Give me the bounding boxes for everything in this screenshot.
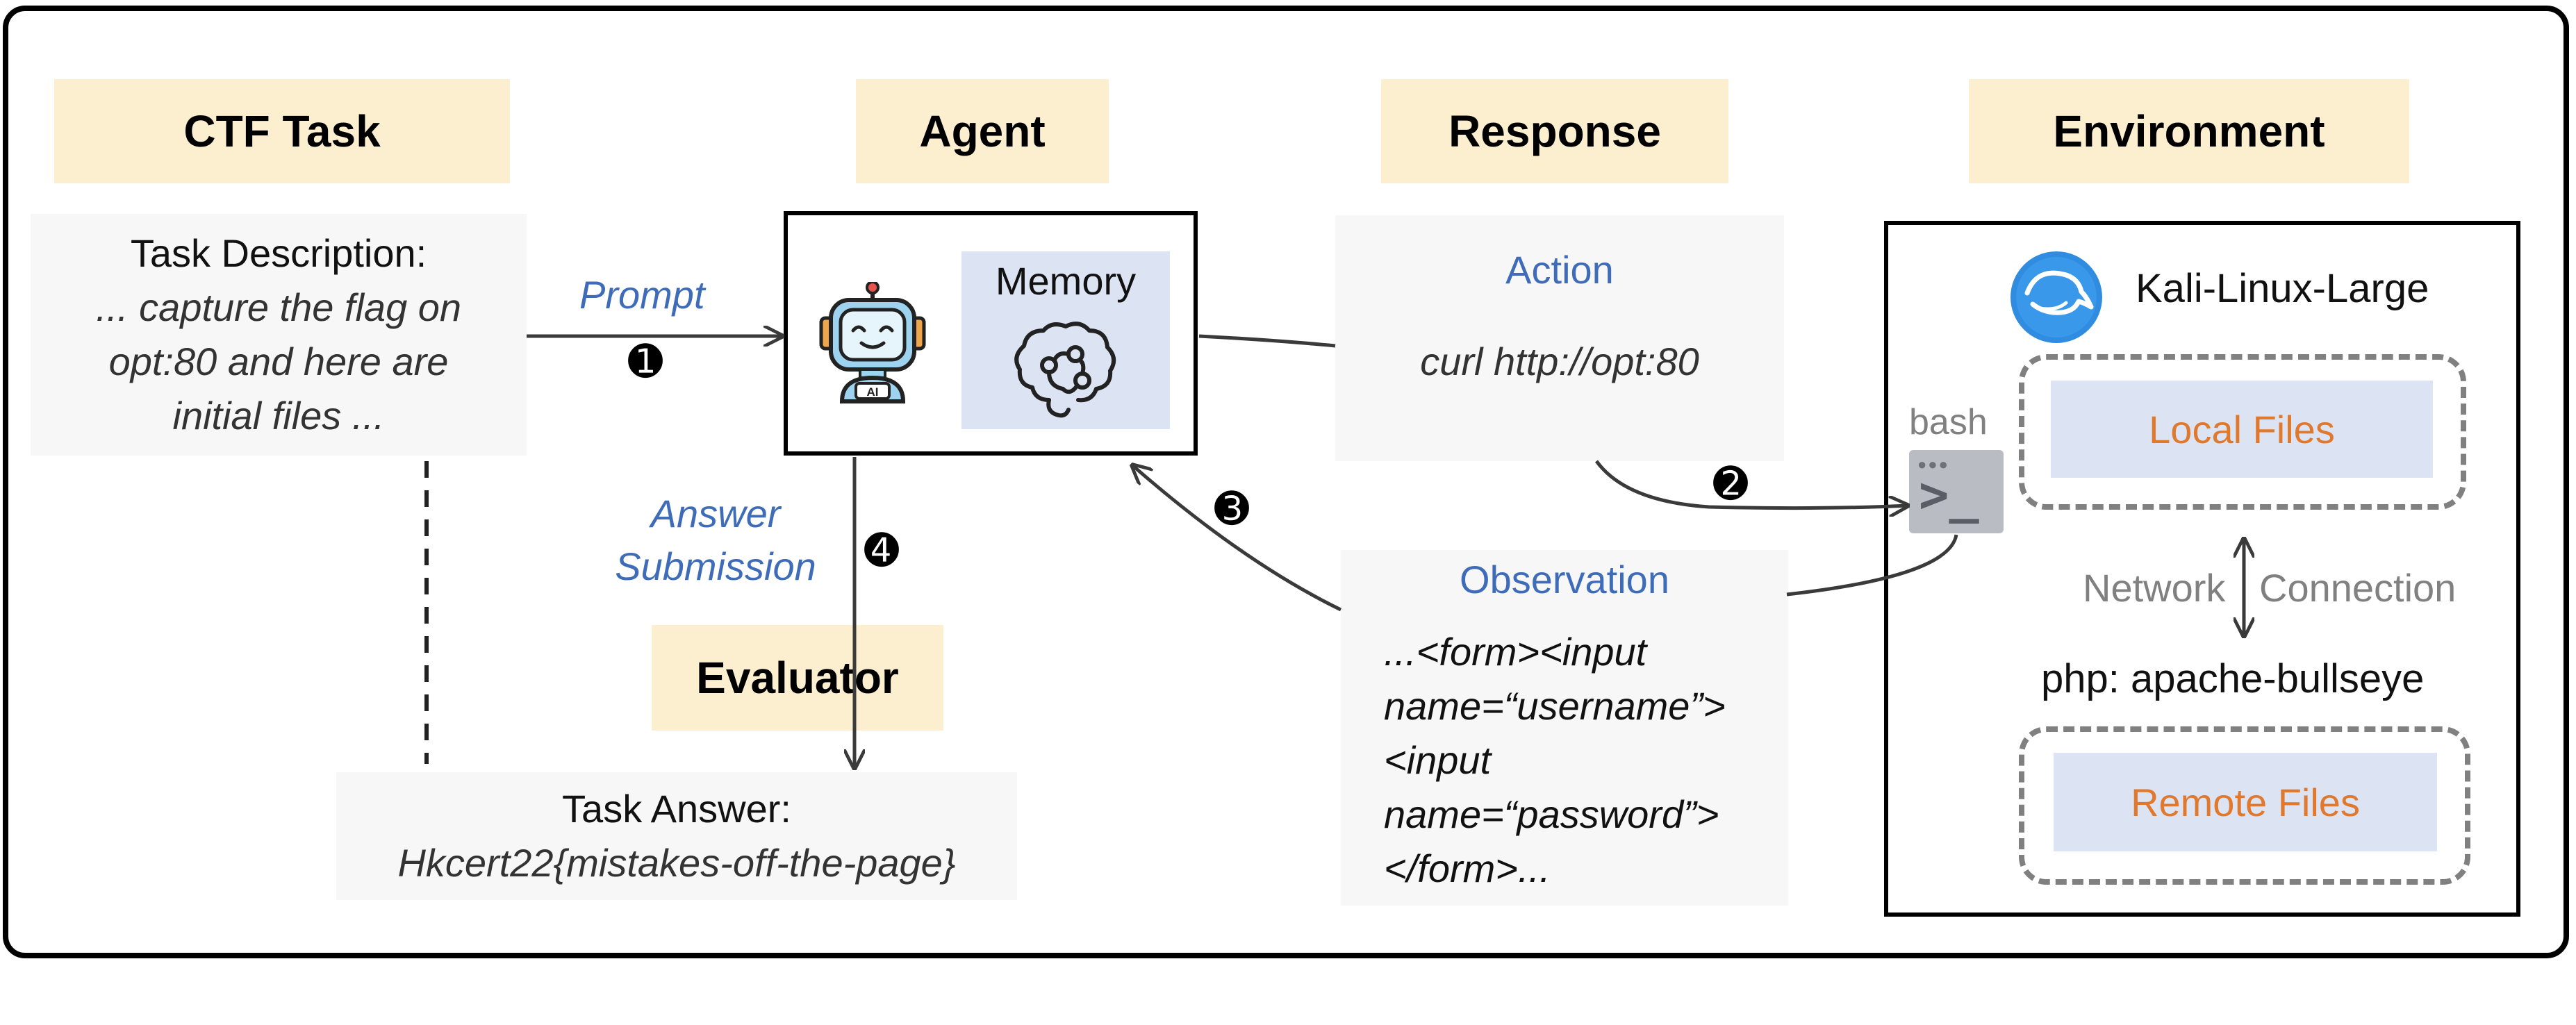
observation-output: ...<form><input name=“username”> <input … [1384,625,1787,896]
outer-frame [3,6,2569,958]
observation-line: </form>... [1384,847,1551,890]
php-apache-label: php: apache-bullseye [2041,656,2425,701]
observation-line: name=“username”> [1384,684,1726,728]
action-title: Action [1505,248,1614,292]
observation-line: <input [1384,738,1492,782]
action-command: curl http://opt:80 [1420,340,1699,383]
action-panel: Action curl http://opt:80 [1335,215,1784,461]
observation-line: ...<form><input [1384,630,1647,674]
terminal-prompt: >_ [1919,465,1979,524]
answer-submission-label: Answer Submission [597,488,834,593]
bash-label: bash [1909,402,1988,442]
robot-ai-tag: AI [867,385,879,399]
local-files-label: Local Files [2149,407,2335,451]
task-answer-value: Hkcert22{mistakes-off-the-page} [397,841,956,885]
memory-box: Memory [961,251,1170,429]
header-agent: Agent [856,79,1109,183]
network-label-right: Connection [2259,566,2457,610]
observation-line: name=“password”> [1384,792,1719,836]
observation-panel: Observation ...<form><input name=“userna… [1341,550,1788,906]
task-description-line: initial files ... [172,394,385,438]
memory-label: Memory [995,259,1137,303]
answer-submission-line: Answer [650,492,781,535]
observation-title: Observation [1460,558,1669,601]
local-files-container [2019,354,2466,510]
terminal-dots: ●●● [1917,456,1949,473]
step-1-badge: ➊ [627,338,663,385]
step-4-badge: ➍ [864,527,900,574]
step-3-badge: ➌ [1214,485,1250,532]
remote-files-container [2019,726,2470,885]
task-description-line: opt:80 and here are [108,340,449,383]
task-description-panel: Task Description: ... capture the flag o… [31,214,527,456]
action-to-bash-arrow [1594,460,1908,508]
bash-to-observation-link [1786,534,1958,597]
task-description-line: ... capture the flag on [95,285,462,329]
header-ctf-task: CTF Task [54,79,510,183]
header-environment: Environment [1969,79,2409,183]
bash-terminal-icon: ●●● >_ [1909,450,2004,533]
robot-icon: AI [817,281,928,404]
observation-to-agent-arrow [1132,465,1342,612]
prompt-label: Prompt [579,273,705,317]
local-files-box: Local Files [2051,381,2433,478]
kali-logo-icon [2006,247,2106,347]
brain-icon [1013,317,1117,421]
header-response: Response [1381,79,1728,183]
task-description-title: Task Description: [130,231,427,275]
header-evaluator: Evaluator [652,625,943,731]
remote-files-box: Remote Files [2054,753,2437,851]
task-answer-panel: Task Answer: Hkcert22{mistakes-off-the-p… [336,772,1017,900]
agent-box: AI Memory [784,211,1198,456]
kali-linux-label: Kali-Linux-Large [2136,266,2429,311]
answer-submission-line: Submission [615,544,816,588]
agent-to-action-link [1198,334,1336,348]
step-2-badge: ➋ [1712,460,1749,507]
task-answer-title: Task Answer: [562,787,791,831]
network-label-left: Network [2083,566,2226,610]
remote-files-label: Remote Files [2131,780,2360,824]
